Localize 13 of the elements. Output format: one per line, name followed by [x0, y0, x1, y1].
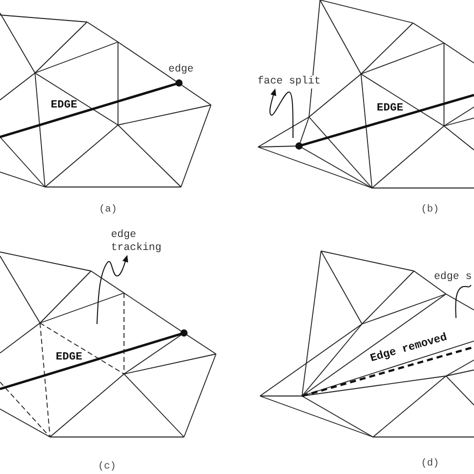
panel-caption: (d) [421, 458, 439, 470]
panel-caption: (c) [98, 460, 116, 474]
leader-line [96, 255, 128, 324]
panel-caption: (b) [421, 204, 439, 216]
panel-caption: (a) [99, 204, 117, 216]
leader-line [269, 88, 294, 138]
annotation-label: face split [258, 76, 320, 88]
edge-name-label: EDGE [50, 100, 78, 112]
annotation-text: edge [168, 64, 194, 76]
leader-line [455, 284, 472, 318]
edge-name-label: EDGE [56, 352, 82, 364]
edge-name-label: EDGE [376, 102, 404, 116]
annotation-label: edge s [434, 271, 472, 284]
